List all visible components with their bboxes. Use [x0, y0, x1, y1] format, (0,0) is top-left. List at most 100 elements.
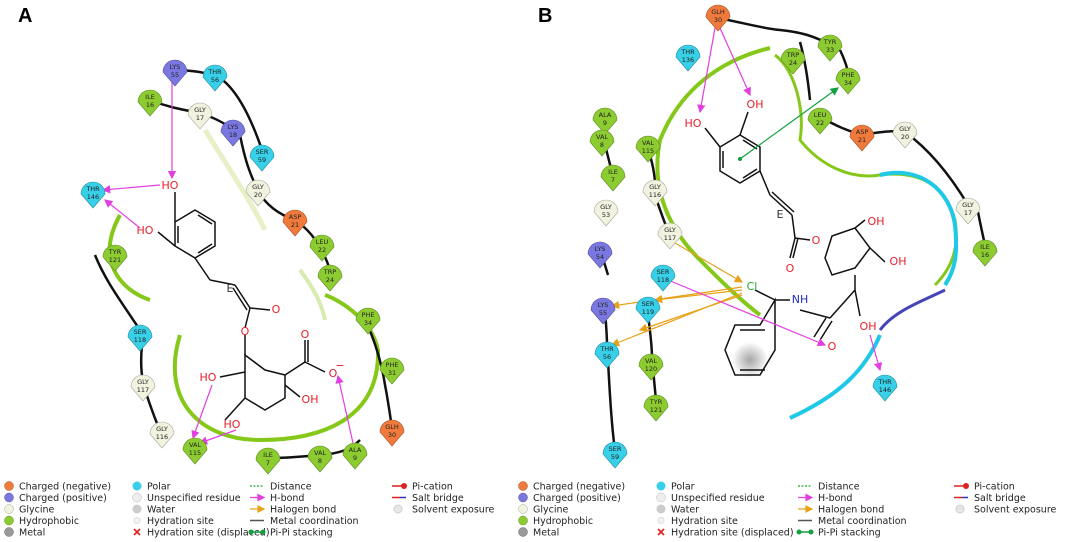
residue-name: GLH — [385, 423, 399, 431]
residue-name: PHE — [842, 71, 855, 79]
legend-swatch — [250, 505, 266, 513]
residue-name: SER — [642, 300, 655, 308]
legend-label: Distance — [270, 482, 312, 493]
residue-number: 33 — [826, 46, 834, 54]
residue-number: 54 — [596, 253, 604, 261]
residue-number: 17 — [964, 209, 972, 217]
residue-shape — [245, 179, 271, 207]
residue-number: 118 — [134, 336, 146, 344]
residue-number: 8 — [600, 141, 604, 149]
residue-number: 34 — [844, 79, 852, 87]
legend-label: Halogen bond — [270, 505, 336, 516]
residue-name: TYR — [649, 398, 663, 406]
legend-swatch — [808, 529, 814, 535]
legend-label: Hydrophobic — [19, 516, 79, 527]
hbond — [697, 27, 716, 114]
legend-label: Unspecified residue — [147, 493, 241, 504]
legend-swatch — [656, 481, 666, 491]
atom-label: OH — [747, 98, 764, 111]
residue-name: TYR — [823, 38, 837, 46]
residue-shape — [589, 129, 615, 157]
residue-name: GLY — [156, 425, 168, 433]
hbond — [104, 199, 141, 229]
residue-number: 55 — [171, 71, 179, 79]
legend-label: Salt bridge — [412, 493, 464, 504]
residue-name: ALA — [349, 446, 362, 454]
residue-number: 24 — [326, 276, 334, 284]
residue-number: 8 — [318, 457, 322, 465]
legend-swatch — [657, 528, 665, 536]
atom-label: HO — [137, 224, 154, 237]
residue-number: 20 — [901, 133, 909, 141]
residue-name: ILE — [980, 243, 990, 251]
residue-shape — [638, 353, 664, 381]
residue-number: 34 — [364, 319, 372, 327]
residue-number: 21 — [291, 221, 299, 229]
atom-label: OH — [890, 255, 907, 268]
legend-label: Charged (negative) — [533, 482, 625, 493]
backbone — [798, 41, 812, 101]
legend-swatch — [132, 481, 142, 491]
halogen-bond — [638, 294, 743, 332]
residue-shape — [282, 209, 308, 237]
legend-label: Pi-cation — [412, 482, 453, 493]
residue-name: ILE — [608, 168, 618, 176]
hbond — [719, 27, 751, 97]
residue-shape — [149, 421, 175, 449]
pocket-outline — [879, 170, 959, 287]
legend-label: Unspecified residue — [671, 493, 765, 504]
residue-name: VAL — [596, 133, 608, 141]
legend-swatch — [4, 492, 14, 503]
residue-number: 118 — [657, 276, 669, 284]
hbond — [869, 334, 883, 372]
halogen-bond — [674, 242, 744, 283]
residue-name: THR — [85, 185, 100, 193]
residue-name: VAL — [314, 449, 326, 457]
residue-shape — [202, 64, 228, 92]
residue-shape — [594, 341, 620, 369]
residue-name: ALA — [599, 111, 612, 119]
residue-name: GLY — [899, 125, 911, 133]
legend-swatch — [4, 504, 14, 514]
legend-swatch — [260, 529, 266, 535]
legend-swatch — [963, 483, 969, 489]
atom-label: O — [786, 262, 795, 275]
legend-label: Solvent exposure — [412, 505, 495, 516]
residue-number: 119 — [642, 308, 654, 316]
legend-swatch — [248, 529, 254, 535]
hbond — [667, 279, 827, 347]
backbone — [606, 359, 617, 451]
legend-label: Charged (positive) — [533, 493, 621, 504]
atom-label: O — [329, 367, 338, 380]
residue-name: PHE — [386, 361, 399, 369]
legend-label: Pi-Pi stacking — [270, 528, 333, 539]
residues-b: GLH30TYR33THR136TRP24PHE34ALA9LEU22ASP21… — [587, 4, 998, 469]
legend-label: H-bond — [270, 493, 304, 504]
legend-swatch — [518, 515, 528, 526]
residue-name: TRP — [786, 51, 799, 59]
residue-number: 59 — [258, 156, 266, 164]
legend-swatch — [656, 504, 666, 514]
residue-name: GLY — [664, 226, 676, 234]
residue-shape — [835, 67, 861, 95]
residue-number: 21 — [858, 136, 866, 144]
hbond — [101, 184, 161, 194]
atom-label: E — [777, 208, 784, 221]
legend-swatch — [518, 492, 528, 503]
residue-shape — [342, 442, 368, 470]
legend-swatch — [133, 517, 141, 524]
residue-name: SER — [609, 445, 622, 453]
